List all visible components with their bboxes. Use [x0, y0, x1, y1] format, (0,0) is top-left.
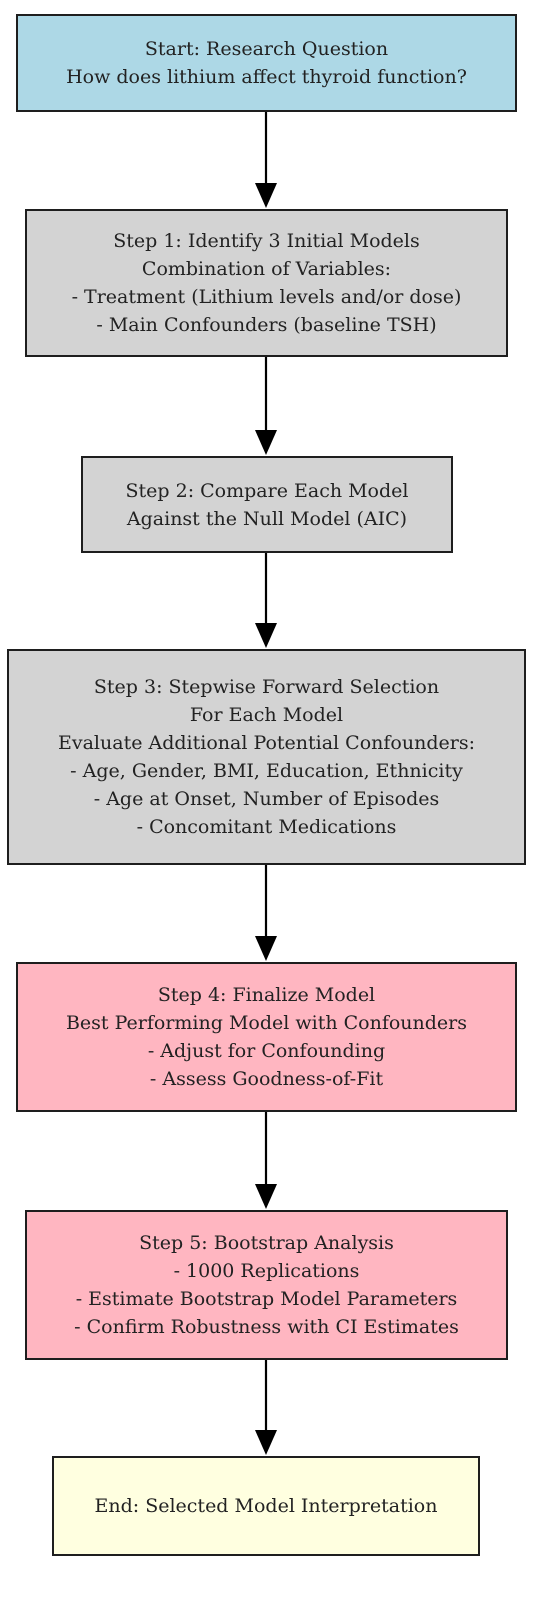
start-node: Start: Research Question How does lithiu… [16, 14, 517, 112]
arrowhead-step3-step4 [255, 936, 277, 961]
step5-node-line: Step 5: Bootstrap Analysis [139, 1232, 394, 1254]
step4-node-line: - Assess Goodness-of-Fit [149, 1068, 384, 1090]
end-node: End: Selected Model Interpretation [52, 1456, 480, 1556]
step5-node-line: - Confirm Robustness with CI Estimates [74, 1316, 459, 1338]
step5-node-line: - Estimate Bootstrap Model Parameters [75, 1288, 458, 1310]
step4-node-line: Step 4: Finalize Model [157, 984, 376, 1006]
step3-node-line: - Age, Gender, BMI, Education, Ethnicity [70, 760, 463, 782]
step1-node-line: - Main Confounders (baseline TSH) [96, 314, 437, 336]
arrowhead-start-step1 [255, 183, 277, 208]
step2-node: Step 2: Compare Each Model Against the N… [81, 456, 453, 553]
step4-node-line: Best Performing Model with Confounders [65, 1012, 468, 1034]
arrowhead-step5-end [255, 1430, 277, 1455]
step3-node-line: - Age at Onset, Number of Episodes [93, 788, 440, 810]
arrowhead-step4-step5 [255, 1184, 277, 1209]
step5-node-line: - 1000 Replications [173, 1260, 360, 1282]
step1-node: Step 1: Identify 3 Initial Models Combin… [25, 209, 508, 357]
step1-node-line: Combination of Variables: [141, 258, 392, 280]
step2-node-line: Against the Null Model (AIC) [126, 507, 408, 530]
end-node-line: End: Selected Model Interpretation [94, 1495, 438, 1517]
step2-node-line: Step 2: Compare Each Model [125, 479, 409, 502]
start-node-line: Start: Research Question [144, 38, 389, 60]
step3-node-line: Evaluate Additional Potential Confounder… [58, 732, 475, 754]
step3-node-line: For Each Model [189, 704, 344, 726]
step4-node: Step 4: Finalize Model Best Performing M… [16, 962, 517, 1112]
start-node-line: How does lithium affect thyroid function… [66, 66, 467, 88]
step3-node-line: - Concomitant Medications [136, 816, 397, 838]
step1-node-line: Step 1: Identify 3 Initial Models [113, 230, 420, 252]
step3-node: Step 3: Stepwise Forward Selection For E… [7, 649, 526, 865]
arrowhead-step1-step2 [255, 430, 277, 455]
step1-node-line: - Treatment (Lithium levels and/or dose) [71, 286, 462, 308]
step5-node: Step 5: Bootstrap Analysis - 1000 Replic… [25, 1210, 508, 1360]
step4-node-line: - Adjust for Confounding [147, 1040, 386, 1062]
step3-node-line: Step 3: Stepwise Forward Selection [93, 676, 440, 698]
arrowhead-step2-step3 [255, 623, 277, 648]
